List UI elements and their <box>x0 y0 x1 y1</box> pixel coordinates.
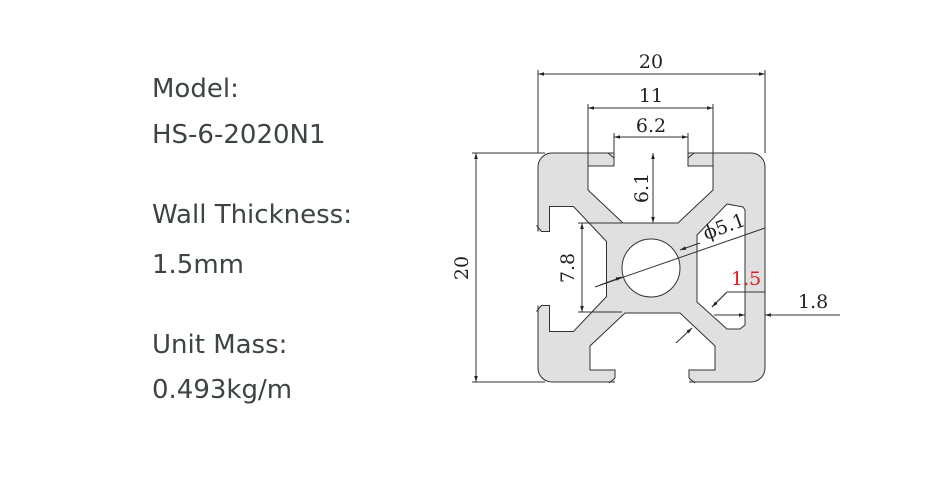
dim-slot-opening: 6.2 <box>636 115 666 137</box>
unit-mass-value: 0.493kg/m <box>152 375 293 405</box>
model-label: Model: <box>152 74 239 104</box>
dim-lip: 1.8 <box>798 291 828 313</box>
model-value: HS-6-2020N1 <box>152 120 326 150</box>
wall-thickness-label: Wall Thickness: <box>152 200 352 230</box>
wall-thickness-value: 1.5mm <box>152 250 245 280</box>
dim-width: 20 <box>639 51 663 73</box>
unit-mass-label: Unit Mass: <box>152 330 288 360</box>
dim-slot-inner: 11 <box>639 85 663 107</box>
dim-wall: 1.5 <box>731 268 761 290</box>
dim-height: 20 <box>451 256 473 280</box>
dim-slot-depth: 6.1 <box>631 173 653 203</box>
dim-core: 7.8 <box>557 253 579 283</box>
